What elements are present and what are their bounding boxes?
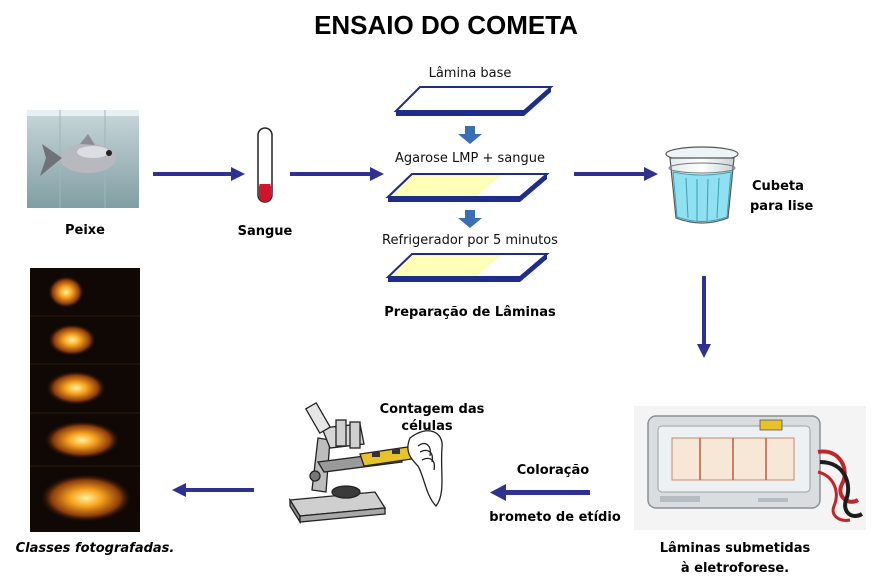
classes-label: Classes fotografadas.	[15, 541, 175, 556]
staining-label-line1: Coloração	[516, 463, 590, 478]
slide-preparation-label: Preparação de Lâminas	[384, 305, 556, 320]
comet-class-1	[48, 324, 96, 356]
cuvette-label-line2: para lise	[750, 199, 814, 214]
cuvette-label-line1: Cubeta	[752, 179, 804, 194]
comet-class-4	[40, 474, 132, 522]
microscope-illustration	[288, 401, 443, 525]
arrow-microscope-to-classes	[172, 483, 254, 497]
fish-label: Peixe	[64, 223, 105, 238]
small-down-arrows	[458, 126, 482, 228]
down-arrow-2	[458, 210, 482, 228]
base-slide-label: Lâmina base	[428, 66, 512, 81]
comet-classes-photo	[30, 268, 140, 532]
refrigerated-slide	[385, 253, 550, 282]
comet-class-2	[46, 371, 106, 405]
down-arrow-1	[458, 126, 482, 144]
electrophoresis-label-line2: à eletroforese.	[680, 561, 790, 576]
comet-class-3	[44, 421, 120, 459]
fridge-label: Refrigerador por 5 minutos	[382, 233, 558, 248]
electrophoresis-label-line1: Lâminas submetidas	[659, 541, 811, 556]
base-slide	[393, 86, 554, 116]
agarose-slide	[385, 173, 550, 202]
blood-test-tube	[257, 127, 273, 203]
arrow-blood-to-slides	[290, 167, 384, 181]
fish-photo	[27, 110, 139, 208]
arrow-electrophoresis-to-staining	[490, 484, 590, 501]
agarose-label: Agarose LMP + sangue	[395, 151, 545, 166]
cell-count-label-line2: células	[401, 419, 453, 434]
lysis-cuvette	[665, 146, 739, 224]
arrow-cuvette-to-electrophoresis	[697, 276, 711, 358]
electrophoresis-photo	[634, 406, 866, 530]
arrow-fish-to-blood	[153, 167, 245, 181]
blood-label: Sangue	[237, 224, 293, 239]
staining-label-line2: brometo de etídio	[489, 510, 621, 525]
arrow-slides-to-cuvette	[574, 167, 658, 181]
diagram-title: ENSAIO DO COMETA	[314, 10, 578, 40]
cell-count-label-line1: Contagem das	[379, 402, 485, 417]
comet-class-0	[48, 276, 84, 308]
